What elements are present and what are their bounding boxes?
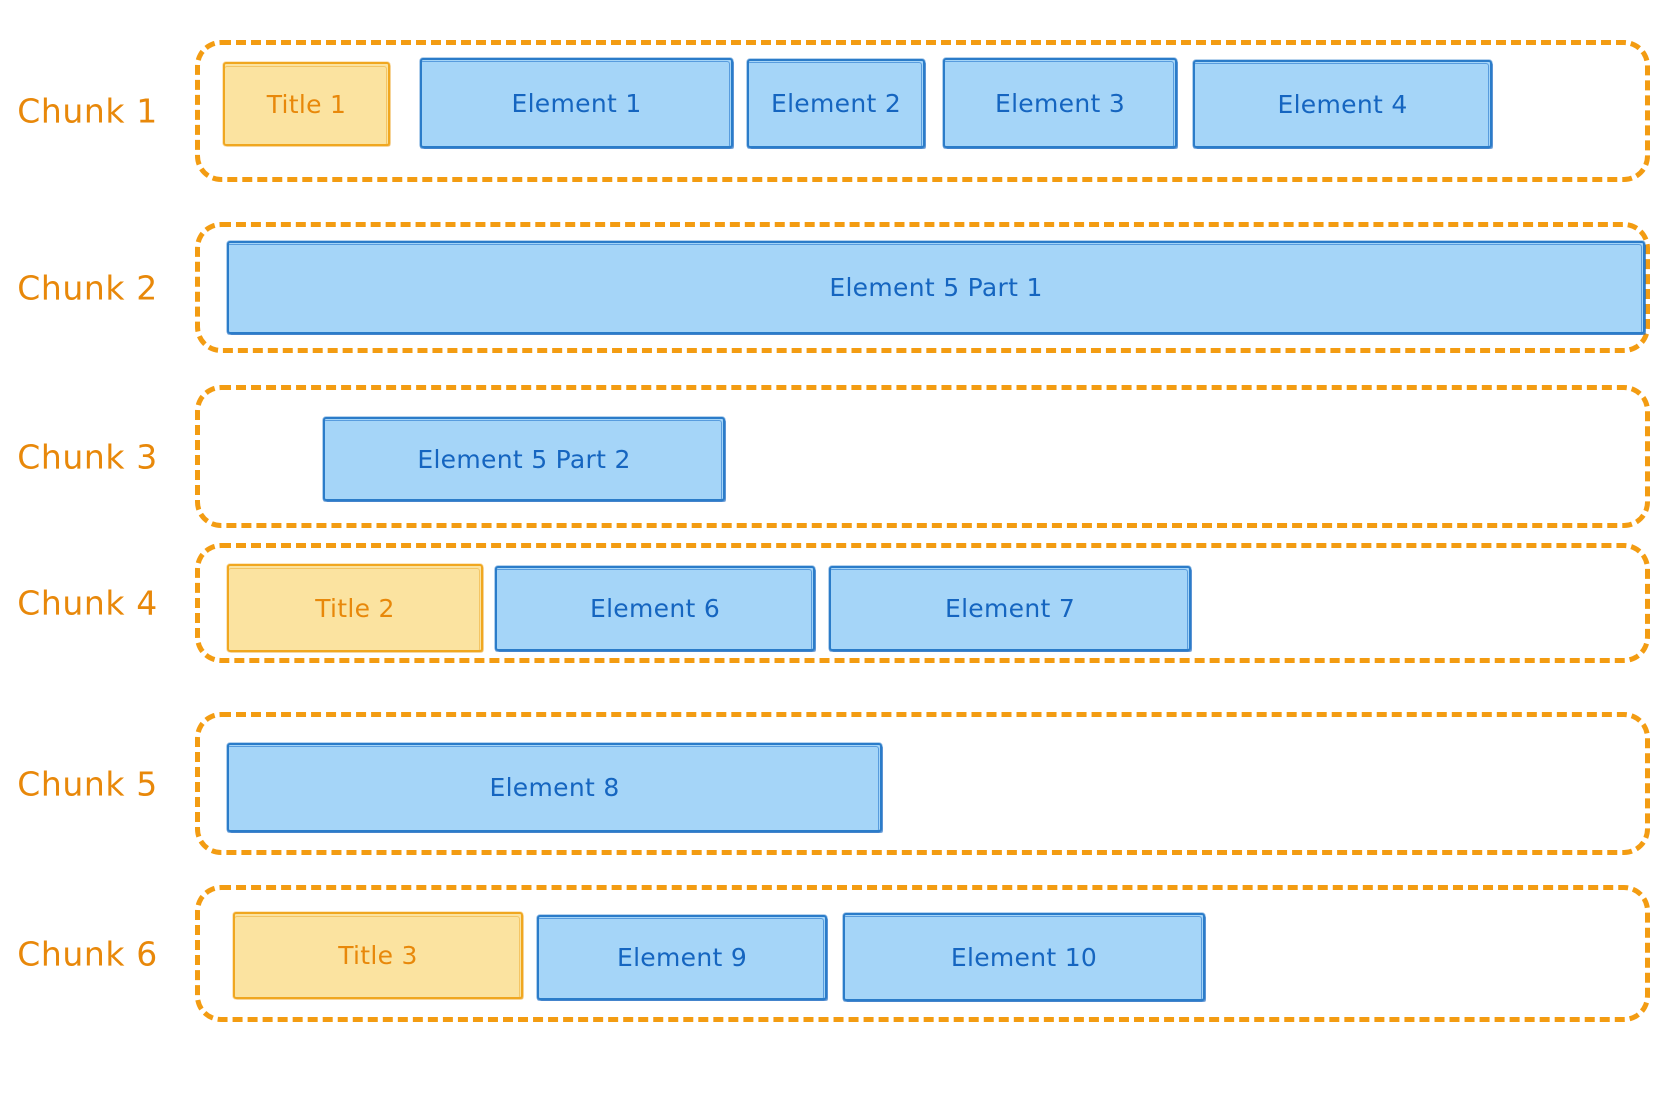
- node-label: Element 7: [944, 594, 1076, 623]
- node-label: Element 5 Part 2: [417, 444, 631, 474]
- node-label: Element 10: [950, 942, 1098, 972]
- title-node[interactable]: Title 3: [233, 912, 523, 999]
- chunk-items: Title 2 Element 6 Element 7: [200, 548, 1645, 658]
- chunk-row: Chunk 2 Element 5 Part 1: [0, 222, 1650, 353]
- element-node[interactable]: Element 1: [420, 58, 733, 148]
- chunk-items: Element 8: [200, 717, 1645, 850]
- chunk-items: Title 3 Element 9 Element 10: [200, 890, 1645, 1017]
- node-label: Title 1: [266, 89, 347, 119]
- chunk-container-1: Title 1 Element 1 Element 2 Element 3 Elemen…: [195, 40, 1650, 182]
- chunk-container-4: Title 2 Element 6 Element 7: [195, 543, 1650, 663]
- element-node[interactable]: Element 3: [943, 58, 1177, 148]
- chunk-items: Element 5 Part 2: [200, 390, 1645, 523]
- node-label: Title 2: [315, 593, 395, 623]
- chunk-items: Element 5 Part 1: [200, 227, 1645, 348]
- node-label: Title 3: [338, 941, 418, 970]
- chunk-container-3: Element 5 Part 2: [195, 385, 1650, 528]
- chunk-container-6: Title 3 Element 9 Element 10: [195, 885, 1650, 1022]
- element-node[interactable]: Element 9: [537, 915, 827, 1000]
- node-label: Element 9: [616, 943, 748, 972]
- title-node[interactable]: Title 2: [227, 564, 483, 652]
- chunk-container-5: Element 8: [195, 712, 1650, 855]
- element-node[interactable]: Element 10: [843, 913, 1205, 1001]
- element-node[interactable]: Element 7: [829, 566, 1191, 651]
- chunk-label-5: Chunk 5: [17, 764, 158, 803]
- node-label: Element 2: [770, 89, 902, 118]
- chunk-label-4: Chunk 4: [17, 583, 158, 623]
- element-node[interactable]: Element 6: [495, 566, 815, 651]
- title-node[interactable]: Title 1: [223, 62, 390, 146]
- chunk-label-1: Chunk 1: [17, 91, 158, 131]
- node-label: Element 6: [589, 594, 721, 623]
- element-node[interactable]: Element 5 Part 2: [323, 417, 725, 501]
- chunk-items: Title 1 Element 1 Element 2 Element 3 Elemen…: [200, 45, 1645, 177]
- chunk-row: Chunk 3 Element 5 Part 2: [0, 385, 1650, 528]
- node-label: Element 3: [994, 88, 1126, 118]
- element-node[interactable]: Element 5 Part 1: [227, 241, 1645, 334]
- element-node[interactable]: Element 8: [227, 743, 882, 832]
- chunk-label-3: Chunk 3: [17, 437, 158, 476]
- chunk-row: Chunk 6 Title 3 Element 9 Element 10: [0, 885, 1650, 1022]
- element-node[interactable]: Element 4: [1193, 60, 1492, 148]
- node-label: Element 1: [511, 88, 642, 118]
- node-label: Element 8: [489, 773, 620, 802]
- element-node[interactable]: Element 2: [747, 59, 925, 148]
- chunk-row: Chunk 1 Title 1 Element 1 Element 2 Element …: [0, 40, 1650, 182]
- node-label: Element 5 Part 1: [829, 273, 1043, 302]
- node-label: Element 4: [1277, 89, 1408, 119]
- chunk-label-2: Chunk 2: [17, 268, 158, 307]
- chunk-label-6: Chunk 6: [17, 934, 158, 973]
- chunk-row: Chunk 5 Element 8: [0, 712, 1650, 855]
- chunk-row: Chunk 4 Title 2 Element 6 Element 7: [0, 543, 1650, 663]
- chunk-container-2: Element 5 Part 1: [195, 222, 1650, 353]
